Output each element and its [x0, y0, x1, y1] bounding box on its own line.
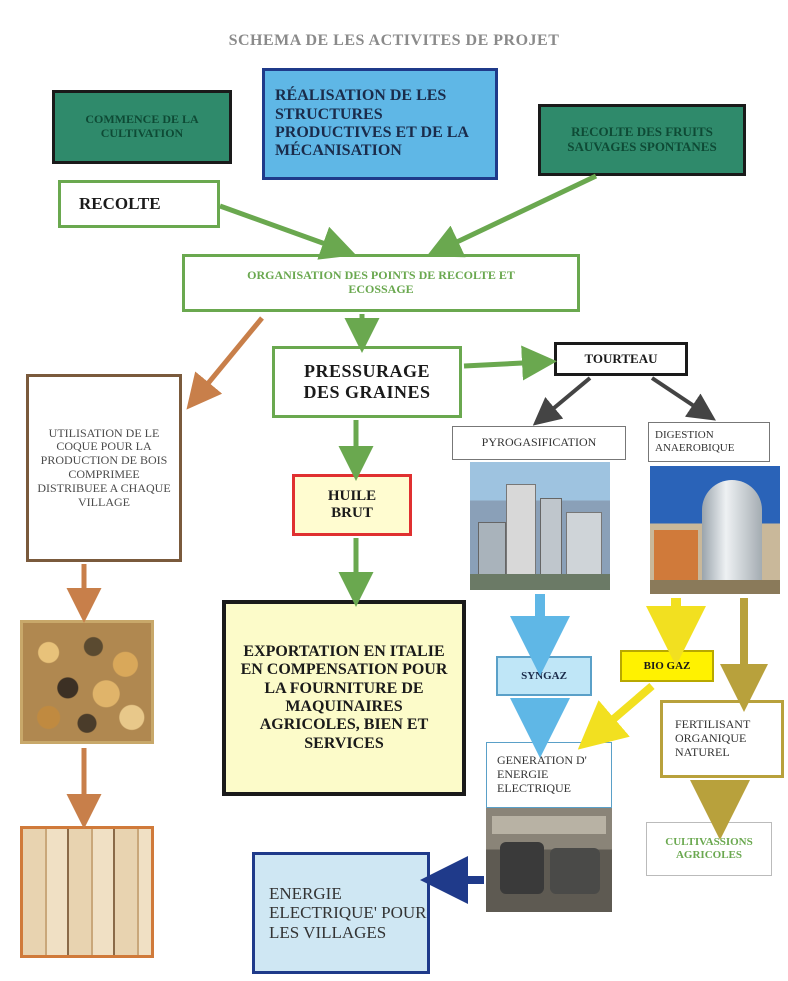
node-realisation: RÉALISATION DE LES STRUCTURES PRODUCTIVE…: [262, 68, 498, 180]
briquettes-photo: [20, 826, 154, 958]
arrow-organisation-to-utilisation: [186, 316, 264, 410]
arrow-biogaz-to-generation: [577, 682, 655, 750]
arrow-recolte-to-organisation: [219, 203, 357, 260]
biogas-silo-photo: [650, 466, 780, 594]
node-pressurage: PRESSURAGE DES GRAINES: [272, 346, 462, 418]
diagram-title: SCHEMA DE LES ACTIVITES DE PROJET: [228, 32, 560, 49]
arrow-pressurage-to-tourteau: [463, 345, 557, 381]
arrow-fruits-to-organisation: [426, 173, 598, 258]
arrow-tourteau-to-pyro: [532, 376, 592, 426]
node-pyrogasification: PYROGASIFICATION: [452, 426, 626, 460]
seeds-photo: [20, 620, 154, 744]
node-digestion: DIGESTION ANAEROBIQUE: [648, 422, 770, 462]
node-exportation: EXPORTATION EN ITALIE EN COMPENSATION PO…: [222, 600, 466, 796]
node-recolte: RECOLTE: [58, 180, 220, 228]
node-commence: COMMENCE DE LA CULTIVATION: [52, 90, 232, 164]
node-energie: ENERGIE ELECTRIQUE' POUR LES VILLAGES: [252, 852, 430, 974]
node-recolte-fruits: RECOLTE DES FRUITS SAUVAGES SPONTANES: [538, 104, 746, 176]
node-huile: HUILE BRUT: [292, 474, 412, 536]
generator-room-photo: [486, 808, 612, 912]
node-utilisation: UTILISATION DE LE COQUE POUR LA PRODUCTI…: [26, 374, 182, 562]
node-organisation: ORGANISATION DES POINTS DE RECOLTE ET EC…: [182, 254, 580, 312]
arrow-tourteau-to-digestion: [650, 376, 716, 421]
gasification-plant-photo: [470, 462, 610, 590]
